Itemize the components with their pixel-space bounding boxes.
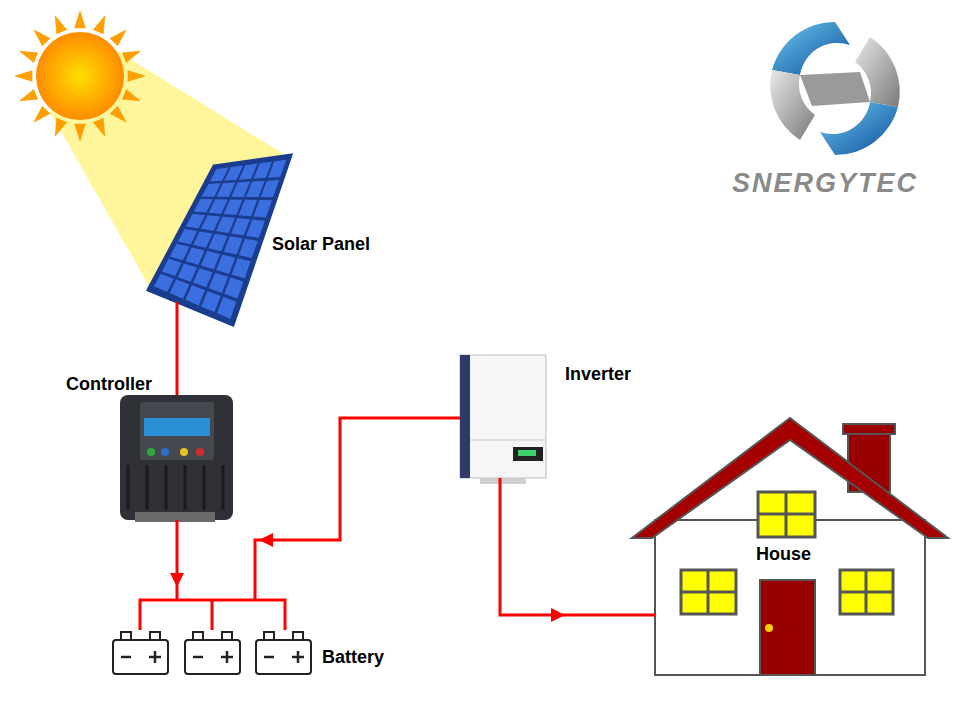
power-wire	[170, 520, 184, 600]
controller-unit	[120, 395, 233, 522]
charge-controller: Controller	[120, 395, 233, 520]
battery-cells	[113, 632, 311, 674]
power-wire	[177, 302, 178, 395]
node-label: Solar Panel	[272, 235, 370, 253]
battery-bank: Battery	[111, 630, 314, 675]
node-label: House	[756, 545, 811, 563]
inverter: Inverter	[460, 355, 546, 478]
house-picture	[632, 418, 948, 675]
panel-frame	[148, 155, 291, 325]
power-wire	[500, 478, 655, 622]
house: House	[632, 418, 948, 675]
solar-panel: Solar Panel	[148, 155, 292, 302]
node-label: Inverter	[565, 365, 631, 383]
inverter-unit	[460, 355, 546, 484]
sun	[36, 32, 124, 120]
sun-rays	[14, 10, 146, 142]
panel-cells	[154, 160, 286, 319]
battery-bus	[140, 600, 285, 630]
logo-mark	[770, 22, 900, 155]
power-wire	[255, 418, 460, 600]
node-label: Battery	[322, 648, 384, 666]
logo-text: SNERGYTEC	[732, 170, 918, 197]
node-label: Controller	[66, 375, 152, 393]
